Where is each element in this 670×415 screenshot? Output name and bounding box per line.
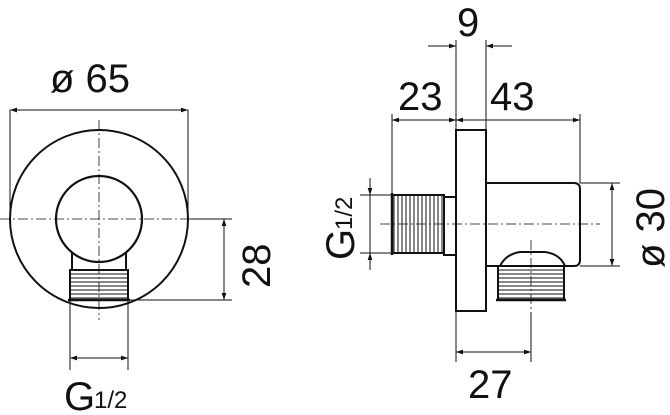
rear-stub [443,196,457,256]
side-thread-label-fraction: 1/2 [331,197,358,230]
front-thread-label-fraction: 1/2 [94,387,127,414]
front-height-label: 28 [235,244,279,289]
side-thread-label: G 1/2 [319,197,363,260]
side-outlet-offset-label: 27 [468,363,513,407]
thread-width-dimension [69,300,129,370]
side-flange-label: 9 [457,1,479,45]
diameter-dimension [9,107,189,210]
front-diameter-label: ø 65 [50,57,130,101]
side-bottom-dimension [455,311,532,362]
side-rear-depth-label: 23 [398,75,443,119]
side-front-depth-label: 43 [490,75,535,119]
outlet-body [486,251,566,267]
side-centerlines [380,223,600,312]
height-dimension [130,218,232,301]
front-centerlines [0,120,198,320]
flange-plate [455,129,487,312]
side-body [486,182,581,267]
side-thread-dimension [360,178,392,270]
front-thread-label-main: G [64,375,95,415]
side-body-diameter-dimension [580,182,620,267]
side-view [360,40,620,362]
side-top-dimensions [391,40,581,193]
side-thread-label-main: G [319,229,363,260]
side-body-diameter-label: ø 30 [629,188,670,268]
front-thread-label: G 1/2 [64,375,127,415]
front-view [0,107,232,370]
